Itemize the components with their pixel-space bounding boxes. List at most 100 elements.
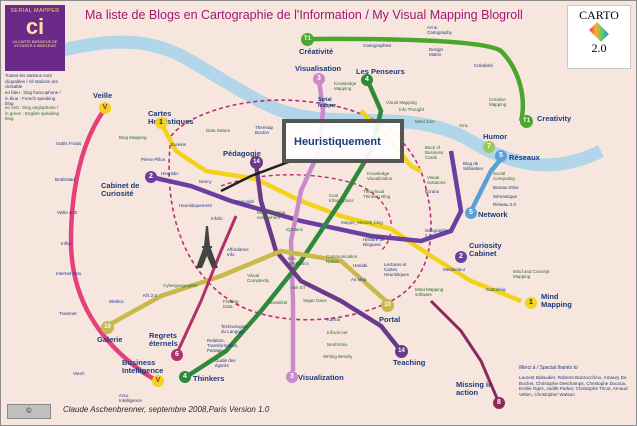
badge-v-top[interactable]: V [99,102,111,114]
badge-t1-top[interactable]: T1 [301,33,314,46]
highlight-box[interactable]: Heuristiquement [282,119,404,163]
station[interactable]: Infolic [211,216,223,221]
station[interactable]: Mind Mapping software [415,287,444,297]
badge-one-top[interactable]: 1 [155,117,167,129]
station[interactable]: Neocogiti [235,199,254,204]
station[interactable]: Webloc [109,299,124,304]
station[interactable]: Visual Complexity [247,273,270,283]
station[interactable]: Visual Mapping [386,100,417,105]
station[interactable]: Blog Mapping [119,135,147,140]
station[interactable]: IQmatrix [286,227,304,232]
station[interactable]: Eurekis [171,142,187,147]
badge-four-top[interactable]: 4 [361,74,373,86]
station[interactable]: Heuristic [161,171,179,176]
station[interactable]: Vtech [73,371,85,376]
badge-four-bottom[interactable]: 4 [179,371,191,383]
station[interactable]: Médiacteur [443,267,466,272]
station[interactable]: Flowing Data [223,299,239,309]
serial-mapper-logo[interactable]: SERIAL MAPPER ci LA CARTE BIENVEUE DE VO… [5,5,65,71]
badge-three-top[interactable]: 3 [313,73,325,85]
station[interactable]: Back of Business Cards [425,145,444,160]
station[interactable]: Transnet [59,311,77,316]
station[interactable]: Outils Froids [56,141,82,146]
station[interactable]: Visual Solutions [427,175,446,185]
station[interactable]: Mind Mapping everywhere [257,210,286,220]
station[interactable]: Hanabi [353,263,368,268]
station[interactable]: XmL [459,123,469,128]
station[interactable]: Communication Nation [326,254,358,264]
station[interactable]: Créativité [474,63,494,68]
station[interactable]: Nancy [199,179,212,184]
station[interactable]: Thermap Boston [255,125,274,135]
station[interactable]: Internet Actu [56,271,82,276]
station[interactable]: Info Aesthetics [288,256,309,266]
line-label-veille: Veille [93,91,113,100]
station[interactable]: Info Thought [399,107,425,112]
station[interactable]: Cybergeographer [163,283,199,288]
station[interactable]: Bralinitiad [55,177,75,182]
badge-t1-right[interactable]: T1 [520,115,533,128]
station[interactable]: Kartoo [327,317,341,322]
station[interactable]: Cool Infographics [329,193,354,203]
station[interactable]: Bureau Infos [493,185,519,190]
badge-five-top[interactable]: 5 [495,150,507,162]
station[interactable]: Lectures et Cartes Heuristiques [384,262,410,277]
station[interactable]: Creative Mapping [489,97,507,107]
station[interactable]: Géographie 2.0 [425,228,449,238]
badge-two-right[interactable]: 2 [455,251,467,263]
station[interactable]: Sémantique [493,194,518,199]
legend-note-3: en vert : blog anglophone / in green : E… [5,105,60,121]
station[interactable]: Ecrans [425,189,440,194]
station[interactable]: Design Matrix [429,47,444,57]
station[interactable]: Serial mapper [318,97,337,109]
station[interactable]: Histoire de Blogueur [363,237,385,247]
station[interactable]: Heuristiquement [179,203,212,208]
station[interactable]: The Visual Thinking Blog [363,189,391,199]
station[interactable]: Ask ET [291,285,306,290]
station[interactable]: Affordance Info [227,247,249,257]
badge-five-bottom[interactable]: 5 [465,207,477,219]
station[interactable]: Knowledge Mapping [334,81,357,91]
station[interactable]: Réseau 2.0 [493,202,517,207]
badge-fourteen-top[interactable]: 14 [250,156,263,169]
station[interactable]: Actu Intelligence [119,393,142,403]
badge-two-left[interactable]: 2 [145,171,157,183]
badge-three-bottom[interactable]: 3 [286,371,298,383]
badge-seven[interactable]: 7 [483,141,495,153]
station[interactable]: Sager Dave [303,298,327,303]
badge-ten-right[interactable]: 10 [381,299,394,312]
station[interactable]: Art & Cartography [427,25,452,35]
station[interactable]: Social Computing [493,171,515,181]
carto-logo[interactable]: CARTO 2.0 [567,5,631,69]
station[interactable]: Usealizer [269,300,288,305]
station[interactable]: Influx [61,241,72,246]
station[interactable]: Blog de Sébastien [463,161,484,171]
badge-v-bottom[interactable]: V [152,375,164,387]
line-6 [175,215,238,354]
badge-ten-left[interactable]: 10 [101,321,114,334]
station[interactable]: Guide des égarés [215,358,236,368]
station[interactable]: Mind and Concept Mapping [513,269,550,279]
badge-eight[interactable]: 8 [493,397,505,409]
station[interactable]: Mind Jam [415,119,435,124]
station[interactable]: Cartographies [363,43,392,48]
badge-six[interactable]: 6 [171,349,183,361]
badge-one-bottom[interactable]: 1 [525,297,537,309]
cc-license-badge[interactable]: © [7,404,51,419]
station[interactable]: Technologies du Langage [221,324,248,334]
station[interactable]: Veille & IE [57,210,78,215]
station[interactable]: Cartoblog [486,287,506,292]
station[interactable]: Writing Bendry [323,354,353,359]
station[interactable]: Data Nature [206,128,231,133]
station[interactable]: Neoformix [327,342,348,347]
badge-fourteen-bottom[interactable]: 14 [395,345,408,358]
station[interactable]: Infovis.net [327,330,348,335]
station[interactable]: Knowledge Visualization [367,171,393,181]
ring-line-outer [168,99,432,321]
station[interactable]: Relation, Transformation, Partage [207,338,239,353]
station[interactable]: Mappe_Mentali_blog [341,220,383,225]
station[interactable]: Pierre Pillon [141,157,166,162]
station[interactable]: Kfs 2.0 [143,293,158,298]
station[interactable]: As Map [351,277,367,282]
